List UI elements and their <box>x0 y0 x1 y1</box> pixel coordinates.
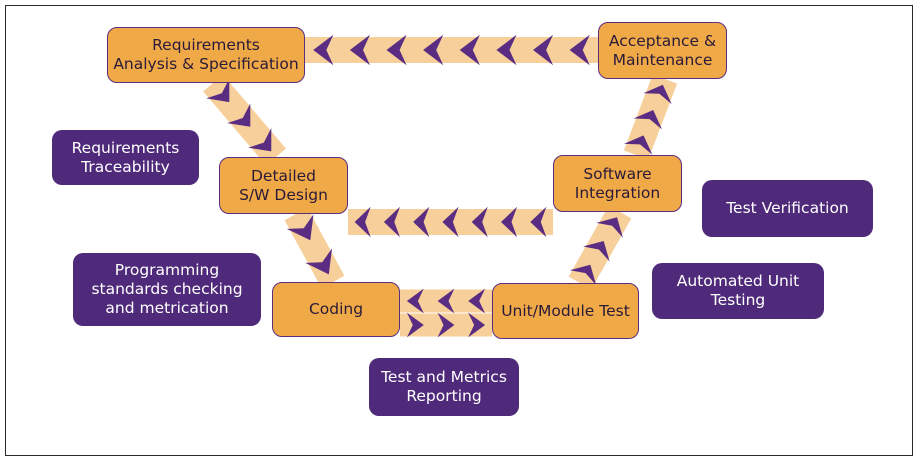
connector-acceptance-to-requirements-arrow <box>533 34 554 66</box>
connector-coding-to-unit-arrow <box>468 312 486 338</box>
connector-acceptance-to-requirements-arrow <box>423 34 444 66</box>
stage-acceptance-maintenance: Acceptance & Maintenance <box>598 22 727 79</box>
connector-coding-to-unit-arrow <box>437 312 455 338</box>
connector-unit-to-integration-arrow <box>596 217 623 238</box>
connector-acceptance-to-requirements-arrow <box>386 34 407 66</box>
stage-unit-module-test: Unit/Module Test <box>492 283 639 339</box>
connector-acceptance-to-requirements-arrow <box>313 34 334 66</box>
connector-integration-to-design-arrow <box>413 206 430 238</box>
note-automated-unit-testing: Automated Unit Testing <box>652 263 824 319</box>
note-programming-standards: Programming standards checking and metri… <box>73 253 261 326</box>
connector-integration-to-design-arrow <box>383 206 400 238</box>
note-requirements-traceability: Requirements Traceability <box>52 130 199 185</box>
connector-coding-to-unit-arrow <box>406 312 424 338</box>
connector-requirements-to-design-arrow <box>248 128 272 152</box>
connector-unit-to-integration-arrow <box>583 241 610 262</box>
connector-integration-to-design-arrow <box>471 206 488 238</box>
connector-acceptance-to-requirements-arrow <box>496 34 517 66</box>
connector-integration-to-acceptance-arrow <box>633 110 662 130</box>
connector-unit-to-coding-arrow <box>437 288 455 314</box>
connector-acceptance-to-requirements-arrow <box>459 34 480 66</box>
stage-requirements-analysis: Requirements Analysis & Specification <box>107 27 305 83</box>
connector-integration-to-design-arrow <box>442 206 459 238</box>
connector-integration-to-design-arrow <box>354 206 371 238</box>
note-test-metrics-reporting: Test and Metrics Reporting <box>369 358 519 416</box>
stage-software-integration: Software Integration <box>553 155 682 212</box>
connector-unit-to-coding-arrow <box>468 288 486 314</box>
connector-acceptance-to-requirements-arrow <box>349 34 370 66</box>
stage-detailed-design: Detailed S/W Design <box>219 157 348 214</box>
connector-integration-to-acceptance-arrow <box>643 84 672 105</box>
connector-acceptance-to-requirements-arrow <box>569 34 590 66</box>
connector-arrows <box>206 34 672 338</box>
stage-coding: Coding <box>272 282 400 337</box>
connector-unit-to-integration-arrow <box>569 264 597 286</box>
connector-requirements-to-design-arrow <box>206 78 230 103</box>
connector-unit-to-coding-arrow <box>406 288 424 314</box>
connector-integration-to-design-arrow <box>530 206 547 238</box>
connector-integration-to-design-arrow <box>501 206 518 238</box>
connector-integration-to-acceptance-arrow <box>624 135 653 155</box>
connector-design-to-coding-arrow <box>305 248 332 275</box>
connector-requirements-to-design-arrow <box>227 103 251 127</box>
connector-design-to-coding-arrow <box>286 214 314 241</box>
note-test-verification: Test Verification <box>702 180 873 237</box>
